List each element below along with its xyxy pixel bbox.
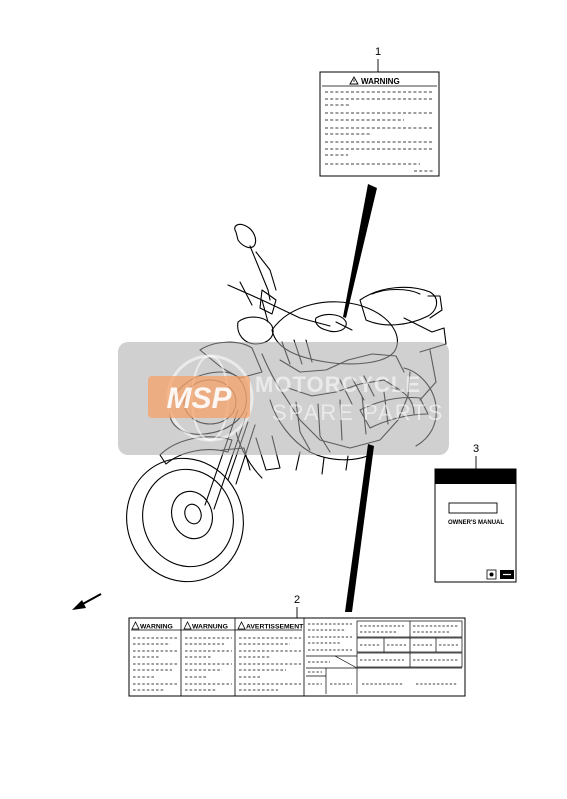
manual-pictogram-icon bbox=[486, 569, 514, 580]
warning-triangle-icon bbox=[131, 621, 246, 630]
warning-label-heading: WARNING bbox=[361, 77, 400, 86]
watermark-logo-text: MSP bbox=[166, 382, 232, 415]
watermark-logo-block bbox=[148, 376, 250, 418]
part-3-owners-manual[interactable]: 3 OWNER'S MANUAL bbox=[434, 443, 517, 583]
label-heading-en: WARNING bbox=[140, 624, 173, 631]
label-body-text-columns bbox=[133, 637, 301, 691]
manual-title-box bbox=[448, 502, 498, 514]
watermark-line1: MOTORCYCLE bbox=[255, 372, 421, 397]
warning-triangle-icon bbox=[349, 76, 359, 85]
callout-3: 3 bbox=[473, 443, 479, 455]
label-heading-de: WARNUNG bbox=[192, 624, 228, 631]
manual-cover bbox=[434, 468, 517, 583]
callout-1: 1 bbox=[375, 46, 381, 58]
watermark-line2: SPARE PARTS bbox=[272, 400, 444, 425]
label-spec-table bbox=[306, 620, 463, 694]
leader-line-2 bbox=[345, 444, 374, 612]
part-2-multilingual-label[interactable]: 2 WARNING WARNUNG AVERTISSEMENT bbox=[128, 594, 466, 697]
manual-title: OWNER'S MANUAL bbox=[448, 520, 504, 526]
part-1-warning-label[interactable]: 1 WARNING bbox=[319, 46, 440, 177]
label-spec-text bbox=[308, 623, 458, 685]
warning-label-body-text bbox=[325, 91, 434, 172]
watermark: MSP MOTORCYCLE SPARE PARTS bbox=[118, 342, 449, 455]
label-heading-fr: AVERTISSEMENT bbox=[246, 624, 304, 631]
watermark-banner bbox=[118, 342, 449, 455]
callout-2: 2 bbox=[294, 594, 300, 606]
warning-label-frame bbox=[319, 71, 440, 177]
manual-header-band bbox=[435, 469, 516, 484]
leader-line-1 bbox=[343, 184, 377, 318]
front-direction-arrow-icon bbox=[72, 593, 102, 610]
